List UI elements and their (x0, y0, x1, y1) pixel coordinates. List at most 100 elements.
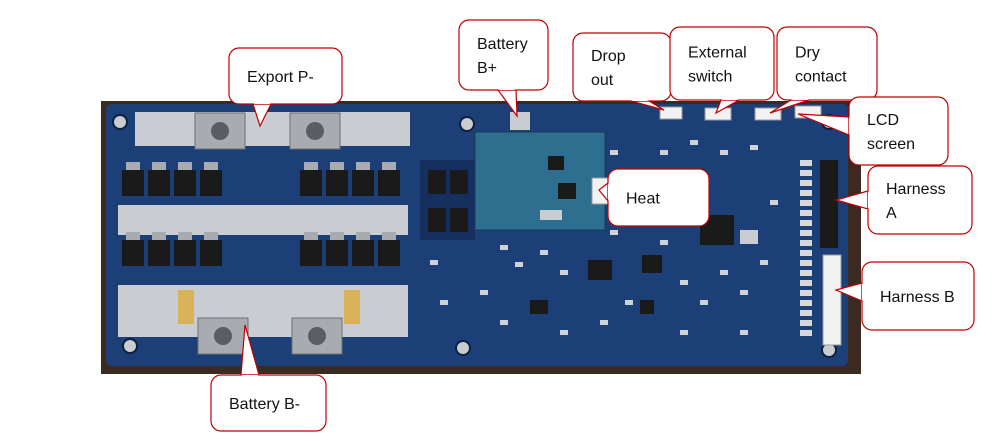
smd-part (760, 260, 768, 265)
resistor (800, 330, 812, 336)
mosfet (300, 232, 322, 266)
harness-b-connector (822, 254, 842, 346)
smd-part (660, 150, 668, 155)
smd-part (690, 140, 698, 145)
callout-heat: Heat (598, 168, 710, 227)
resistor (800, 320, 812, 326)
resistor (800, 190, 812, 196)
mosfet (200, 232, 222, 266)
callout-label: contact (795, 69, 847, 86)
smd-part (480, 290, 488, 295)
callout-box (572, 32, 672, 102)
busbar-top (135, 112, 410, 146)
smd-part (680, 330, 688, 335)
resistor (800, 250, 812, 256)
resistor (800, 290, 812, 296)
mosfet (300, 162, 322, 196)
callout-box (228, 47, 343, 105)
callout-label: A (886, 205, 897, 222)
resistor (800, 300, 812, 306)
resistor (800, 240, 812, 246)
callout-harness-b: Harness B (834, 261, 975, 331)
callout-label: External (688, 45, 747, 62)
resistor (800, 180, 812, 186)
callout-label: Battery (477, 36, 528, 53)
smd-part (600, 320, 608, 325)
ic-chip (642, 255, 662, 273)
mounting-hole (122, 338, 138, 354)
callout-dry-contact: Dry contact (769, 26, 878, 114)
harness-a-connector (820, 160, 838, 248)
busbar-bottom (118, 285, 408, 337)
smd-part (750, 145, 758, 150)
terminal-b-minus-left (197, 317, 249, 355)
smd-part (740, 290, 748, 295)
smd-components (430, 140, 778, 335)
smd-part (740, 330, 748, 335)
callout-label: Harness (886, 181, 946, 198)
resistor (800, 230, 812, 236)
callout-box (776, 26, 878, 101)
ic-chip (530, 300, 548, 314)
callout-label: screen (867, 136, 915, 153)
callout-lcd-screen: LCD screen (797, 96, 949, 166)
smd-part (660, 240, 668, 245)
callout-export-p-minus: Export P- (228, 47, 343, 128)
shunt-left (178, 290, 194, 324)
resistor (800, 280, 812, 286)
callout-label: switch (688, 69, 732, 86)
callout-box (669, 26, 775, 101)
terminal-b-minus-right (291, 317, 343, 355)
smd-part (440, 300, 448, 305)
resistor-column (800, 160, 812, 336)
resistor (800, 160, 812, 166)
smd-part (500, 320, 508, 325)
mosfet (428, 208, 446, 232)
mosfet (122, 162, 144, 196)
terminal-p-minus-right (289, 112, 341, 150)
smd-part (720, 270, 728, 275)
mounting-hole (455, 340, 471, 356)
mosfet (148, 232, 170, 266)
mosfet (450, 170, 468, 194)
callout-box (458, 19, 549, 91)
mosfet-array (122, 162, 400, 266)
ic-chip (588, 260, 612, 280)
shunt-right (344, 290, 360, 324)
resistor (800, 210, 812, 216)
mosfet (352, 232, 374, 266)
callout-box (848, 96, 949, 166)
daughter-board (474, 131, 606, 231)
smd-part (625, 300, 633, 305)
mosfet (200, 162, 222, 196)
mounting-hole (459, 116, 475, 132)
smd-part (430, 260, 438, 265)
terminal-p-minus-left (194, 112, 246, 150)
busbar-middle (118, 205, 408, 235)
smd-part (680, 280, 688, 285)
callout-box (867, 165, 973, 235)
callout-label: Dry (795, 45, 820, 62)
mounting-hole (112, 114, 128, 130)
callout-label: B+ (477, 60, 497, 77)
mosfet (378, 162, 400, 196)
mosfet (378, 232, 400, 266)
callout-label: Heat (626, 191, 660, 208)
mosfet (326, 232, 348, 266)
smd-part (610, 150, 618, 155)
callout-box (210, 374, 327, 432)
battery-b-plus-pad (510, 112, 530, 130)
ic-chip (740, 230, 758, 244)
mosfet (174, 232, 196, 266)
resistor (800, 260, 812, 266)
smd-part (770, 200, 778, 205)
ic-chip (640, 300, 654, 314)
callout-label: Drop (591, 48, 626, 65)
callout-external-switch: External switch (669, 26, 775, 115)
resistor (800, 270, 812, 276)
callout-label: out (591, 72, 614, 89)
callout-label: LCD (867, 112, 899, 129)
